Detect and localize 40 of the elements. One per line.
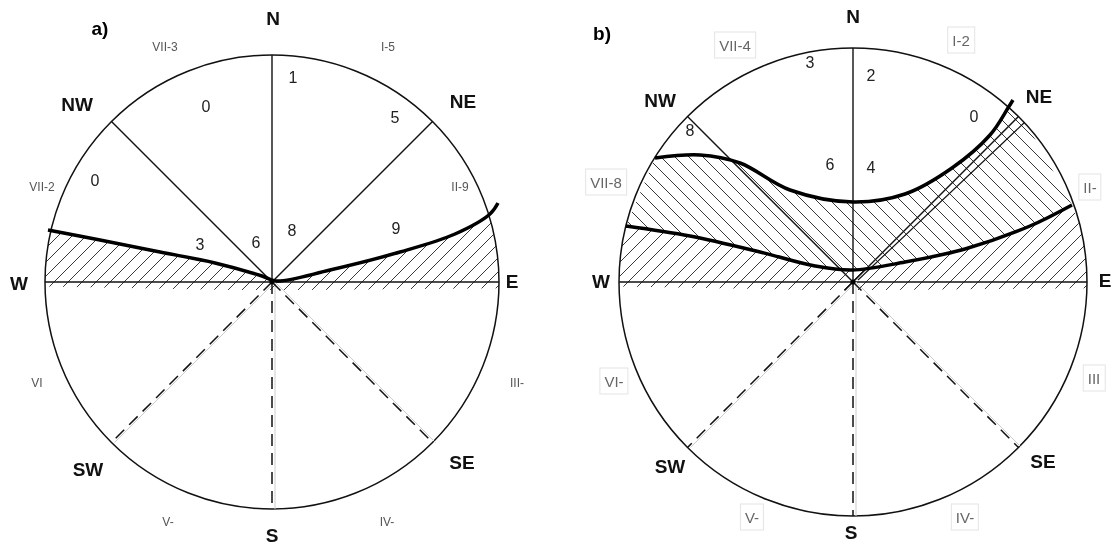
- direction-label: SW: [654, 456, 686, 476]
- value-label: 9: [391, 221, 401, 237]
- direction-label: W: [592, 271, 610, 291]
- direction-label: S: [844, 522, 858, 542]
- direction-label: NW: [644, 90, 676, 110]
- value-label: 1: [288, 70, 298, 86]
- direction-label: N: [846, 6, 860, 26]
- direction-label: SE: [1030, 451, 1056, 471]
- sector-label: II-9: [451, 181, 469, 193]
- direction-label: SE: [449, 452, 475, 472]
- sector-label: VI: [31, 377, 43, 389]
- sector-label: III-: [510, 377, 524, 389]
- direction-label: S: [265, 525, 279, 544]
- value-label: 8: [685, 123, 695, 139]
- direction-label: E: [505, 271, 519, 291]
- value-label: 3: [195, 237, 205, 253]
- value-label: 6: [825, 157, 835, 173]
- value-label: 2: [866, 68, 876, 84]
- sector-label: VII-2: [29, 181, 55, 193]
- panel-label: b): [593, 23, 611, 43]
- value-label: 4: [866, 160, 876, 176]
- direction-label: SW: [72, 459, 104, 479]
- value-label: 3: [805, 55, 815, 71]
- value-label: 8: [287, 223, 297, 239]
- direction-label: N: [266, 8, 280, 28]
- sector-label: V-: [162, 516, 174, 528]
- value-label: 6: [251, 235, 261, 251]
- direction-label: E: [1098, 270, 1112, 290]
- sector-label: IV-: [379, 516, 395, 528]
- direction-label: NE: [1025, 86, 1053, 106]
- sector-label: I-5: [381, 41, 395, 53]
- panel-label: a): [91, 18, 109, 38]
- value-label: 0: [90, 173, 100, 189]
- direction-label: W: [10, 273, 28, 293]
- value-label: 0: [201, 99, 211, 115]
- direction-label: NW: [61, 94, 93, 114]
- direction-label: NE: [449, 91, 477, 111]
- sector-label: VII-3: [152, 41, 178, 53]
- value-label: 5: [390, 110, 400, 126]
- value-label: 0: [969, 109, 979, 125]
